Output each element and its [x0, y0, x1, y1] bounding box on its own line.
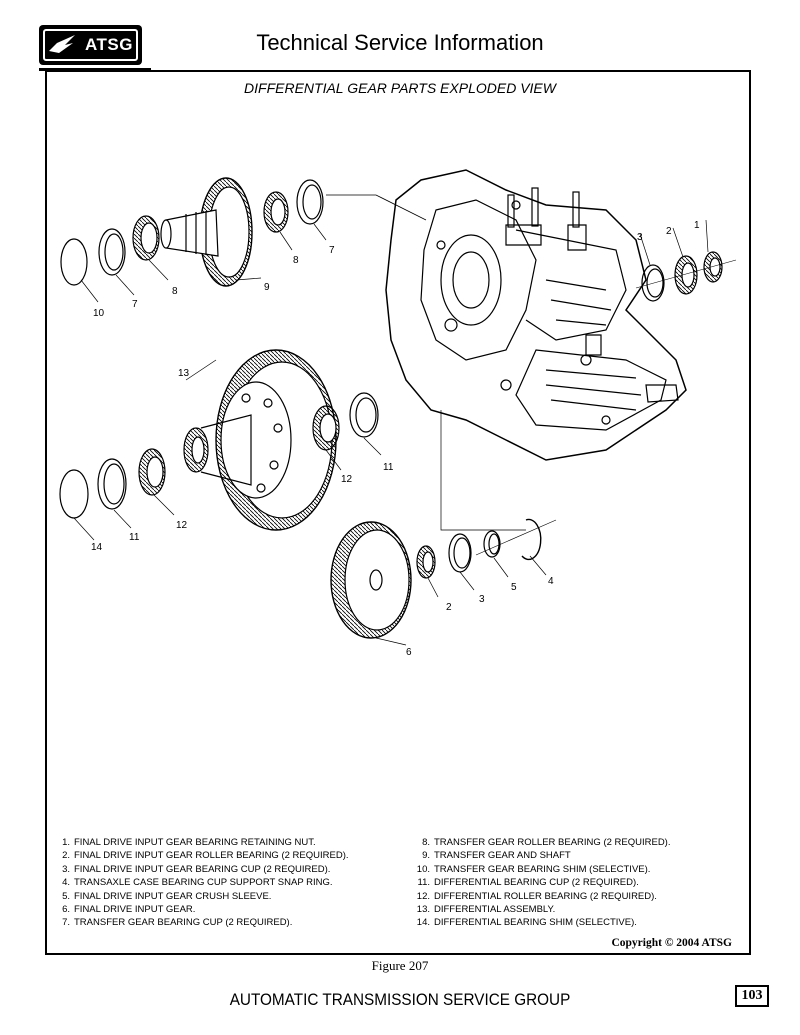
legend-item: 2.FINAL DRIVE INPUT GEAR ROLLER BEARING …: [62, 850, 349, 862]
callout-8a: 8: [172, 286, 178, 297]
legend-item: 5.FINAL DRIVE INPUT GEAR CRUSH SLEEVE.: [62, 890, 272, 902]
callout-1: 1: [694, 220, 700, 231]
copyright-notice: Copyright © 2004 ATSG: [611, 937, 732, 949]
callout-6: 6: [406, 647, 412, 658]
input-gear-bearing-cup-right: [641, 264, 665, 302]
final-drive-input-gear: [330, 521, 412, 639]
transfer-gear-bearing-shim: [60, 238, 88, 286]
legend-item: 3.FINAL DRIVE INPUT GEAR BEARING CUP (2 …: [62, 863, 331, 875]
differential-bearing-shim: [59, 469, 89, 519]
differential-bearing-cup-right: [349, 392, 379, 438]
legend-item: 12.DIFFERENTIAL ROLLER BEARING (2 REQUIR…: [416, 890, 657, 902]
page-number: 103: [735, 985, 769, 1007]
legend-item: 11.DIFFERENTIAL BEARING CUP (2 REQUIRED)…: [417, 877, 639, 889]
transfer-gear-bearing-cup-right: [296, 179, 324, 225]
input-gear-roller-bearing-left: [416, 545, 436, 579]
callout-9: 9: [264, 282, 270, 293]
differential-roller-bearing-left: [138, 448, 166, 496]
bird-logo-icon: [49, 35, 75, 53]
transfer-gear-roller-bearing-right: [263, 191, 289, 233]
logo-underline: [39, 68, 151, 71]
callout-2b: 2: [446, 602, 452, 613]
footer-organization: AUTOMATIC TRANSMISSION SERVICE GROUP: [229, 990, 571, 1009]
callout-7b: 7: [329, 245, 335, 256]
legend-item: 9.TRANSFER GEAR AND SHAFT: [422, 850, 571, 862]
differential-assembly: [183, 349, 337, 531]
legend-right-column: 8.TRANSFER GEAR ROLLER BEARING (2 REQUIR…: [412, 836, 671, 930]
atsg-logo: ATSG: [39, 25, 142, 65]
logo-text: ATSG: [85, 35, 133, 54]
input-gear-roller-bearing-right: [674, 255, 698, 295]
callout-12a: 12: [341, 474, 353, 485]
callout-13: 13: [178, 368, 190, 379]
callout-11a: 11: [383, 462, 394, 473]
callout-7a: 7: [132, 299, 138, 310]
callout-3b: 3: [479, 594, 485, 605]
transaxle-case: [385, 169, 687, 461]
input-gear-crush-sleeve: [483, 530, 501, 558]
bearing-retaining-nut: [703, 251, 723, 283]
transfer-gear-and-shaft: [160, 177, 253, 287]
page-header-title: Technical Service Information: [256, 30, 544, 55]
legend-item: 14.DIFFERENTIAL BEARING SHIM (SELECTIVE)…: [416, 917, 637, 929]
callout-4: 4: [548, 576, 554, 587]
callout-14: 14: [91, 542, 103, 553]
callout-11b: 11: [129, 532, 140, 543]
legend-item: 4.TRANSAXLE CASE BEARING CUP SUPPORT SNA…: [62, 877, 333, 889]
legend-item: 10.TRANSFER GEAR BEARING SHIM (SELECTIVE…: [416, 863, 651, 875]
figure-frame: [45, 70, 751, 955]
callout-12b: 12: [176, 520, 188, 531]
differential-roller-bearing-right: [312, 405, 340, 451]
figure-title: DIFFERENTIAL GEAR PARTS EXPLODED VIEW: [244, 80, 556, 96]
transfer-gear-bearing-cup-left: [98, 228, 126, 276]
callout-8b: 8: [293, 255, 299, 266]
legend-item: 1.FINAL DRIVE INPUT GEAR BEARING RETAINI…: [62, 837, 316, 848]
figure-caption: Figure 207: [371, 958, 429, 973]
input-gear-bearing-cup-left: [448, 533, 472, 573]
transfer-gear-roller-bearing-left: [132, 215, 160, 261]
legend-item: 13.DIFFERENTIAL ASSEMBLY.: [416, 904, 556, 916]
legend-item: 7.TRANSFER GEAR BEARING CUP (2 REQUIRED)…: [62, 917, 293, 929]
exploded-view-diagram: 1 2 3 10 7 8 9 8 7 13 12 11 14 11 12 2 3…: [59, 169, 737, 658]
callout-10: 10: [93, 308, 105, 319]
differential-bearing-cup-left: [97, 458, 127, 510]
case-bearing-cup-snap-ring: [521, 518, 542, 561]
legend-item: 6.FINAL DRIVE INPUT GEAR.: [62, 904, 196, 916]
legend-left-column: 1.FINAL DRIVE INPUT GEAR BEARING RETAINI…: [52, 836, 349, 930]
callout-2: 2: [666, 226, 672, 237]
callout-5: 5: [511, 582, 517, 593]
legend-item: 8.TRANSFER GEAR ROLLER BEARING (2 REQUIR…: [422, 837, 671, 848]
callout-3: 3: [637, 232, 643, 243]
